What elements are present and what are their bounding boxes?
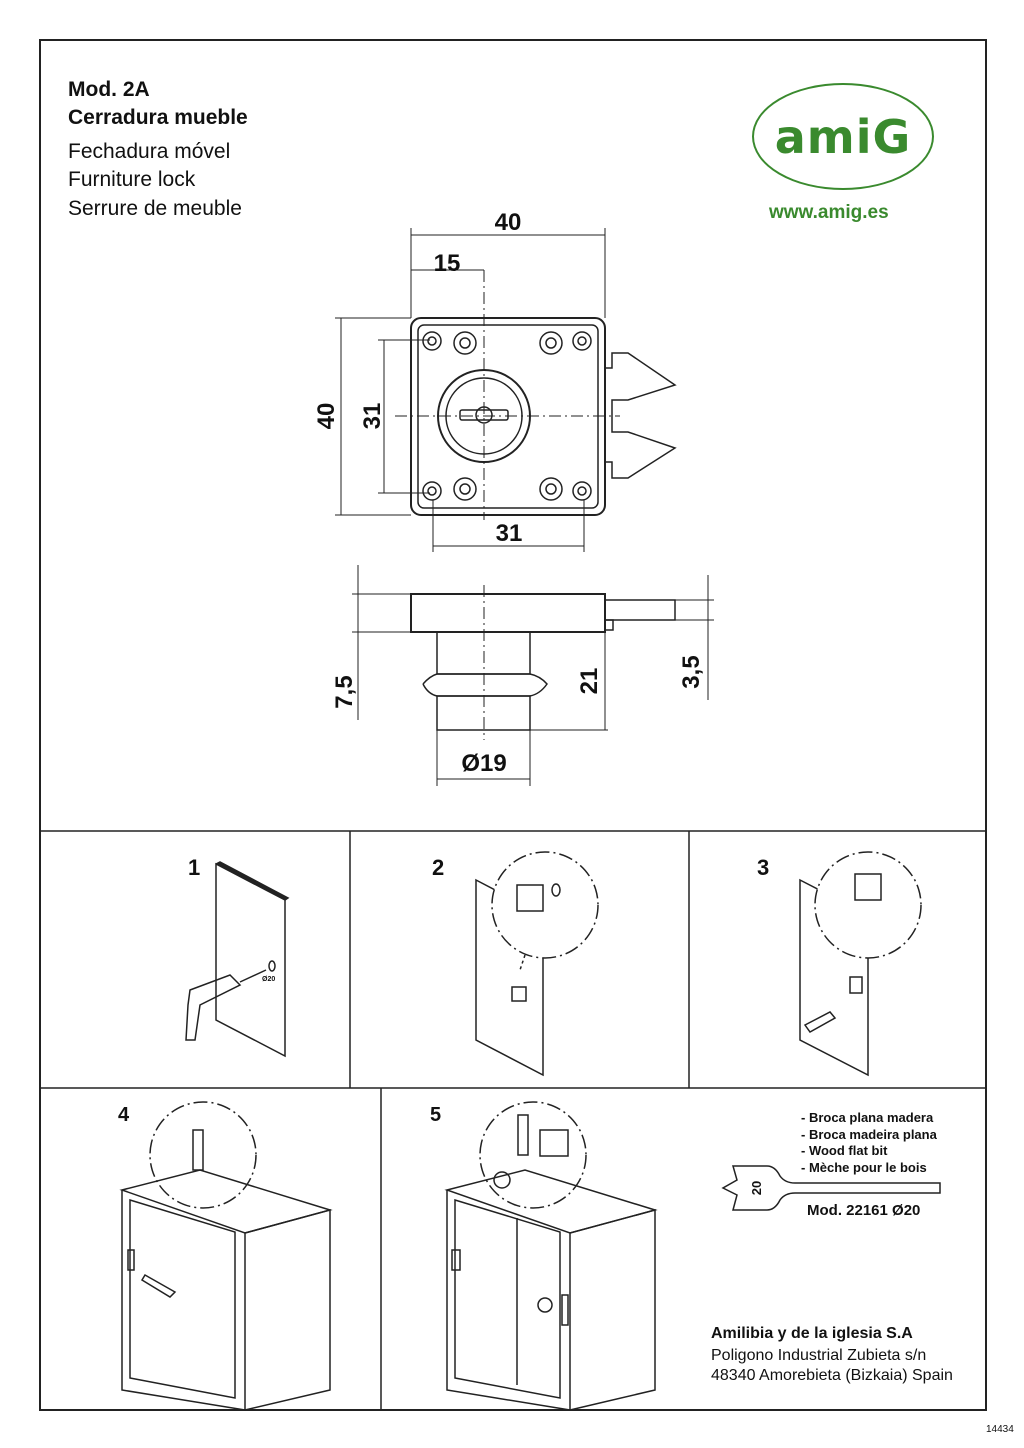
steps-grid [39, 830, 985, 1409]
model-title: Mod. 2A [68, 78, 150, 101]
company-name: Amilibia y de la iglesia S.A [711, 1325, 913, 1342]
company-address-1: Poligono Industrial Zubieta s/n [711, 1347, 927, 1364]
step1-illustration [185, 861, 290, 1058]
dim-height-left: 40 [313, 403, 340, 430]
dim-plate: 7,5 [331, 675, 358, 708]
page-frame [39, 39, 987, 1411]
amig-logo: amiG [752, 83, 934, 190]
step-3-number: 3 [757, 855, 770, 880]
step3-illustration [799, 851, 922, 1077]
dim-offset: 15 [434, 250, 461, 277]
step4-illustration [119, 1101, 333, 1411]
lock-front-view [395, 270, 677, 520]
dim-bolt: 3,5 [678, 655, 705, 688]
bit-line-en: - Wood flat bit [801, 1143, 888, 1158]
document-code: 14434 [986, 1424, 1014, 1435]
title-es: Cerradura mueble [68, 106, 248, 129]
dim-hole-spacing-h: 31 [496, 520, 523, 547]
dim-hole-spacing-v: 31 [359, 403, 386, 430]
company-address-2: 48340 Amorebieta (Bizkaia) Spain [711, 1367, 953, 1384]
title-fr: Serrure de meuble [68, 197, 242, 220]
step5-illustration [444, 1101, 658, 1411]
bit-size: 20 [749, 1181, 764, 1195]
step1-hole-label: Ø20 [262, 976, 275, 983]
front-dimensions [335, 228, 606, 552]
step-4-number: 4 [118, 1104, 130, 1126]
dim-diameter: Ø19 [461, 750, 506, 777]
bit-description: - Broca plana madera - Broca madeira pla… [801, 1110, 937, 1176]
lock-side-view [410, 585, 676, 740]
bit-line-es: - Broca plana madera [801, 1110, 934, 1125]
step-5-number: 5 [430, 1104, 442, 1126]
website-link[interactable]: www.amig.es [769, 202, 889, 223]
dim-depth: 21 [576, 668, 603, 695]
title-en: Furniture lock [68, 168, 196, 191]
step-1-number: 1 [188, 855, 201, 880]
bit-line-pt: - Broca madeira plana [801, 1126, 937, 1142]
side-dimensions [352, 565, 714, 786]
logo-text: amiG [774, 109, 912, 164]
bit-model: Mod. 22161 Ø20 [807, 1202, 921, 1219]
title-pt: Fechadura móvel [68, 140, 231, 163]
dim-width-top: 40 [495, 209, 522, 236]
step2-illustration [475, 851, 599, 1077]
flat-bit-icon [721, 1165, 941, 1211]
bit-line-fr: - Mèche pour le bois [801, 1159, 927, 1175]
step-2-number: 2 [432, 855, 445, 880]
